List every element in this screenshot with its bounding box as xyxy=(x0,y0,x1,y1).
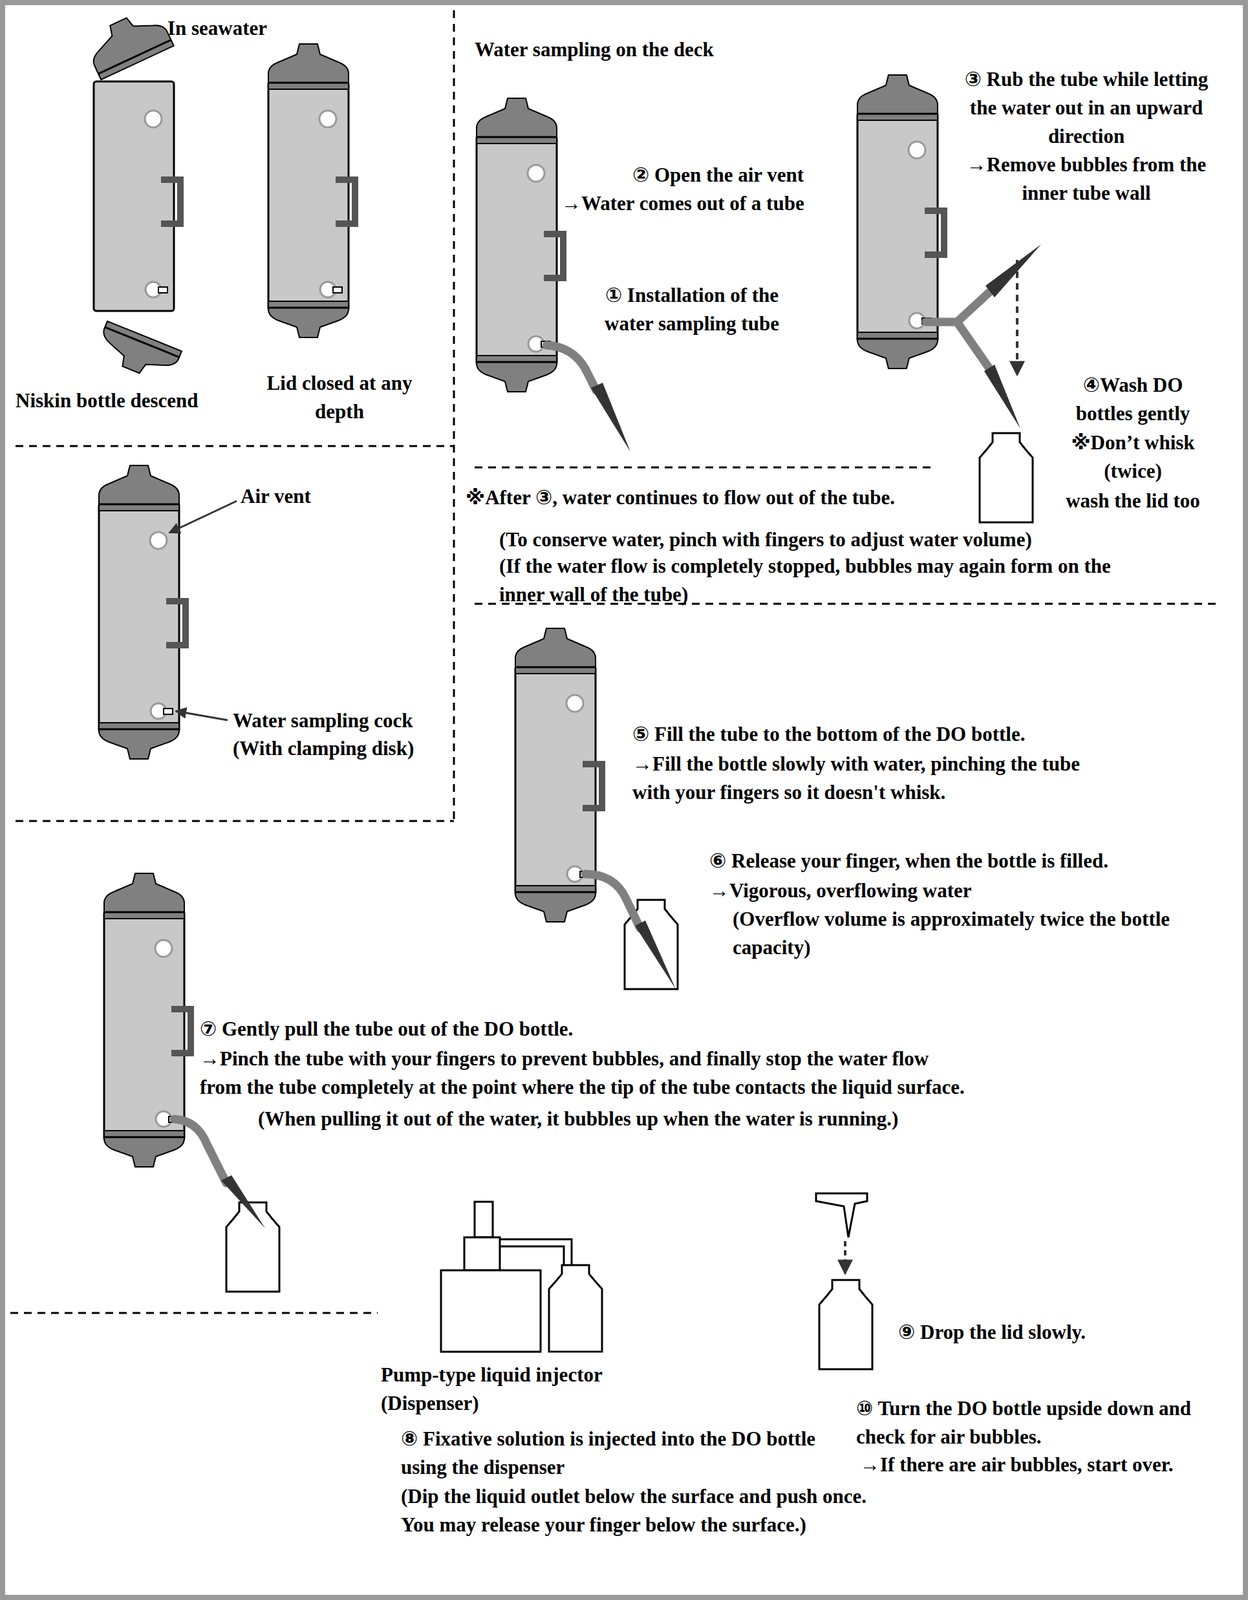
tube-tip xyxy=(634,920,676,990)
instruction-text: ※Don’t whisk (twice) xyxy=(1052,428,1214,486)
sampling-tube xyxy=(925,292,990,369)
instruction-text: In seawater xyxy=(152,14,282,43)
leader-line xyxy=(175,711,228,721)
instruction-text: (To conserve water, pinch with fingers t… xyxy=(499,525,1033,555)
instruction-text: →Remove bubbles from the inner tube wall xyxy=(950,150,1223,208)
tube-tip xyxy=(984,364,1021,429)
instruction-text: →Pinch the tube with your fingers to pre… xyxy=(199,1044,929,1074)
tube-tip xyxy=(985,244,1042,298)
instruction-text: ④Wash DO bottles gently xyxy=(1052,371,1214,429)
instruction-text: ⑤ Fill the tube to the bottom of the DO … xyxy=(632,720,1025,749)
do-bottle xyxy=(226,1202,280,1292)
instruction-text: Water sampling cock xyxy=(232,706,413,736)
instruction-text: →Water comes out of a tube xyxy=(561,189,805,218)
instruction-text: from the tube completely at the point wh… xyxy=(199,1073,965,1102)
do-bottle xyxy=(819,1280,873,1370)
instruction-text: Niskin bottle descend xyxy=(15,386,198,416)
instruction-text: →Vigorous, overflowing water xyxy=(709,876,972,906)
instruction-text: Pump-type liquid injector xyxy=(380,1361,603,1390)
instruction-text: Lid closed at any depth xyxy=(265,369,414,427)
section-dividers xyxy=(10,10,1220,1314)
bottle-lid xyxy=(816,1193,868,1238)
instruction-text: ⑨ Drop the lid slowly. xyxy=(898,1318,1086,1347)
instruction-text: ② Open the air vent xyxy=(632,161,804,190)
instruction-text: (Overflow volume is approximately twice … xyxy=(732,905,1212,963)
tube-tip xyxy=(221,1175,266,1229)
instruction-text: ⑥ Release your finger, when the bottle i… xyxy=(709,847,1109,876)
instruction-text: ③ Rub the tube while letting the water o… xyxy=(950,65,1223,151)
direction-arrow xyxy=(843,1241,847,1274)
instruction-text: Water sampling on the deck xyxy=(474,35,714,65)
instruction-text: ⑦ Gently pull the tube out of the DO bot… xyxy=(199,1015,573,1044)
niskin-bottle-open xyxy=(82,4,182,385)
instruction-text: (With clamping disk) xyxy=(232,734,414,764)
instruction-text: →If there are air bubbles, start over. xyxy=(860,1451,1173,1480)
sampling-tube xyxy=(546,345,597,391)
do-bottle xyxy=(979,433,1033,523)
instruction-text: (Dispenser) xyxy=(380,1389,480,1419)
instruction-text: →Fill the bottle slowly with water, pinc… xyxy=(632,750,1092,807)
sampling-tube xyxy=(173,1119,227,1184)
instruction-text: Air vent xyxy=(240,482,312,511)
instruction-text: ⑧ Fixative solution is injected into the… xyxy=(400,1425,854,1483)
niskin-bottle-parts xyxy=(98,465,186,760)
direction-arrow xyxy=(1015,259,1019,376)
instruction-text: ① Installation of the water sampling tub… xyxy=(581,281,802,339)
instruction-text: (When pulling it out of the water, it bu… xyxy=(258,1105,899,1134)
instruction-text: ⑩ Turn the DO bottle upside down and che… xyxy=(856,1394,1238,1452)
do-bottle xyxy=(548,1265,603,1353)
instruction-text: (Dip the liquid outlet below the surface… xyxy=(400,1482,877,1540)
instruction-text: (If the water flow is completely stopped… xyxy=(499,552,1120,610)
instruction-text: ※After ③, water continues to flow out of… xyxy=(465,483,895,513)
leader-line xyxy=(169,501,237,533)
sampling-tube xyxy=(585,874,641,929)
niskin-bottle-closed xyxy=(268,43,356,338)
instruction-text: wash the lid too xyxy=(1052,486,1214,516)
tube-tip xyxy=(591,382,631,452)
